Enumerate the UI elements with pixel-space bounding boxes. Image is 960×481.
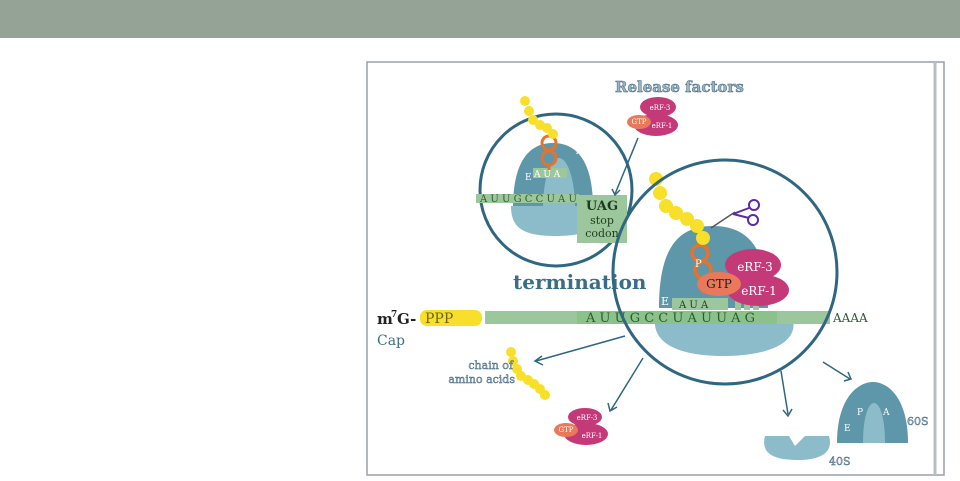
release-top-gtp: GTP bbox=[632, 118, 647, 126]
subunit-site-p: P bbox=[857, 408, 863, 418]
ppp-box bbox=[420, 310, 482, 326]
chain-label-line2: amino acids bbox=[448, 373, 515, 386]
label-40s: 40S bbox=[829, 455, 851, 468]
cap-m: m bbox=[377, 310, 393, 328]
small-amino-chain bbox=[520, 96, 558, 139]
small-anticodon: A U A bbox=[533, 170, 561, 180]
release-top-erf1: eRF-1 bbox=[652, 122, 673, 130]
large-anticodon-box bbox=[672, 298, 728, 310]
detail-circle-large bbox=[611, 158, 839, 386]
ppp-label: PPP bbox=[425, 311, 453, 327]
release-factors-label: Release factors bbox=[615, 78, 744, 96]
top-banner bbox=[0, 0, 960, 38]
release-bottom-erf1: eRF-1 bbox=[582, 432, 603, 440]
small-mrna-sequence: A U U G C C U A U bbox=[479, 194, 577, 205]
poly-a-tail: AAAA bbox=[832, 311, 868, 325]
cap-superscript: 7 bbox=[391, 310, 397, 320]
main-mrna-highlight bbox=[577, 311, 777, 324]
subunit-40s bbox=[764, 436, 830, 460]
stop-codon-stop: stop bbox=[590, 214, 614, 227]
release-factor-top: eRF-3 GTP eRF-1 bbox=[627, 97, 678, 136]
cap-g: G- bbox=[397, 310, 416, 328]
main-mrna-sequence: A U U G C C U A U U A G bbox=[585, 311, 755, 326]
release-main-erf1: eRF-1 bbox=[741, 284, 777, 298]
subunit-60s: E P A bbox=[837, 382, 908, 443]
subunit-site-a: A bbox=[882, 408, 890, 418]
subunit-site-e: E bbox=[844, 424, 851, 434]
arrow-release-to-stop bbox=[614, 137, 639, 195]
release-main-erf3: eRF-3 bbox=[737, 260, 773, 274]
small-mrna-strand bbox=[476, 194, 579, 203]
detail-circle-small bbox=[478, 112, 634, 268]
scissors-icon bbox=[710, 199, 760, 229]
released-amino-chain bbox=[506, 347, 550, 400]
chain-label-line1: chain of bbox=[468, 359, 514, 372]
small-site-e: E bbox=[525, 173, 532, 183]
large-anticodon: A U A bbox=[678, 300, 709, 311]
release-factor-bottom: eRF-3 GTP eRF-1 bbox=[554, 408, 608, 445]
cap-label: Cap bbox=[377, 333, 405, 349]
release-bottom-erf3: eRF-3 bbox=[577, 414, 598, 422]
small-site-a: A bbox=[575, 146, 584, 157]
stop-codon-uag: UAG bbox=[586, 199, 618, 214]
termination-label: termination bbox=[513, 270, 647, 294]
small-anticodon-box bbox=[533, 168, 567, 178]
large-site-e: E bbox=[661, 295, 669, 308]
label-60s: 60S bbox=[907, 415, 929, 428]
release-top-erf3: eRF-3 bbox=[650, 104, 671, 112]
translation-termination-diagram: A U U G C C U A U A U A E A UAG stop cod… bbox=[366, 61, 945, 476]
arrow-release-head bbox=[611, 188, 621, 197]
outgoing-arrows bbox=[533, 335, 853, 418]
large-site-p: P bbox=[695, 259, 702, 270]
diagram-frame: A U U G C C U A U A U A E A UAG stop cod… bbox=[363, 58, 949, 480]
stop-codon-codon: codon bbox=[585, 227, 619, 240]
release-factor-main: eRF-3 GTP eRF-1 bbox=[697, 249, 789, 306]
release-main-gtp: GTP bbox=[706, 277, 732, 291]
release-bottom-gtp: GTP bbox=[559, 426, 574, 434]
